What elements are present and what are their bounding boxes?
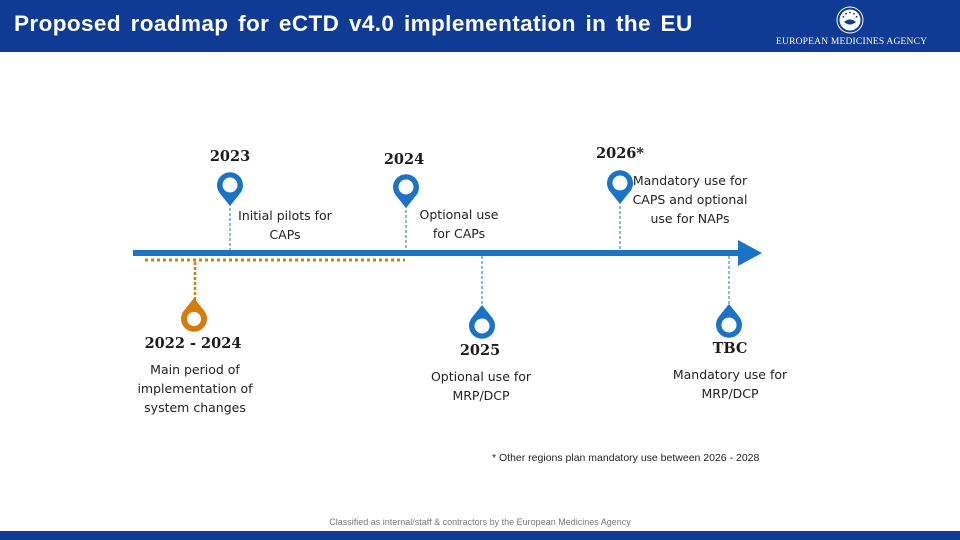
- milestone-description: Main period of implementation of system …: [137, 362, 253, 415]
- footer-bar: [0, 531, 960, 540]
- milestone-description: Mandatory use for MRP/DCP: [672, 367, 788, 401]
- agency-name: EUROPEAN MEDICINES AGENCY: [776, 37, 928, 47]
- milestone-description: Optional use for MRP/DCP: [430, 369, 532, 403]
- footnote: * Other regions plan mandatory use betwe…: [492, 452, 760, 464]
- milestone-year: 2023: [209, 148, 251, 165]
- milestone-description: Initial pilots for CAPs: [238, 208, 332, 242]
- header-bar: Proposed roadmap for eCTD v4.0 implement…: [0, 0, 960, 52]
- milestone-year: 2022 - 2024: [144, 335, 242, 352]
- milestone-year: TBC: [712, 340, 748, 357]
- classification-label: Classified as internal/staff & contracto…: [329, 517, 631, 527]
- milestone-year: 2026*: [596, 145, 644, 162]
- map-pin-icon: [607, 170, 634, 204]
- page-title: Proposed roadmap for eCTD v4.0 implement…: [14, 11, 693, 36]
- ema-emblem-icon: [836, 6, 864, 34]
- milestone-year: 2025: [459, 342, 501, 359]
- map-pin-icon: [469, 305, 495, 339]
- milestone-description: Optional use for CAPs: [419, 207, 499, 241]
- map-pin-icon: [393, 174, 420, 208]
- map-pin-icon: [716, 304, 742, 338]
- map-pin-icon: [181, 298, 208, 332]
- timeline-arrow-head: [738, 240, 762, 266]
- map-pin-icon: [216, 172, 244, 206]
- milestone-description: Mandatory use for CAPS and optional use …: [632, 173, 748, 226]
- milestone-year: 2024: [383, 151, 425, 168]
